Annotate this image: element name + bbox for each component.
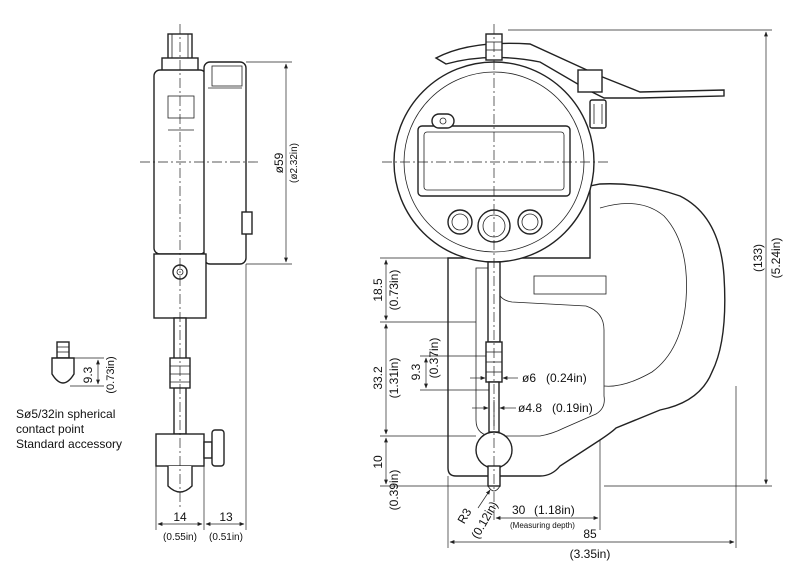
side-window [167, 95, 195, 119]
accessory-line1: Sø5/32in spherical [16, 407, 115, 421]
dial-diameter-in-label: (ø2.32in) [289, 143, 300, 183]
dial-button-left-icon [447, 209, 473, 235]
lock-knob-icon [211, 429, 225, 467]
front-view [380, 24, 772, 548]
accessory-height-in-label: (0.73in) [105, 356, 117, 393]
width-right-label: 13 [219, 510, 233, 524]
spindle-diameter-in-label: (0.24in) [546, 371, 587, 385]
width-left-in-label: (0.55in) [163, 532, 197, 543]
anvil-diameter-in-label: (0.19in) [552, 401, 593, 415]
spherical-contact-point [51, 341, 104, 387]
power-button-icon [431, 113, 455, 129]
total-height-in-label: (5.24in) [769, 238, 783, 279]
radius-in-label: (0.12in) [468, 499, 500, 541]
accessory-height-label: 9.3 [81, 366, 95, 383]
dial-button-right-icon [517, 209, 543, 235]
width-in-label: (3.35in) [570, 547, 611, 561]
depth-in-label: (1.18in) [534, 503, 575, 517]
dial-diameter-label: ø59 [272, 152, 286, 173]
upper-height-label: 18.5 [371, 278, 385, 302]
upper-height-in-label: (0.73in) [387, 270, 401, 311]
spindle-diameter-label: ø6 [522, 371, 536, 385]
width-right-in-label: (0.51in) [209, 532, 243, 543]
dial-bezel-side [203, 61, 247, 265]
accessory-line3: Standard accessory [16, 437, 122, 451]
radius-label: R3 [455, 506, 475, 527]
accessory-line2: contact point [16, 422, 85, 436]
lower-height-label: 10 [371, 455, 385, 469]
mid-height-in-label: (1.31in) [387, 358, 401, 399]
anvil-diameter-label: ø4.8 [518, 401, 542, 415]
spindle-length-label: 9.3 [409, 363, 423, 380]
frame-label-plate [533, 275, 607, 295]
depth-note-label: (Measuring depth) [510, 521, 575, 530]
spindle-length-in-label: (0.37in) [427, 338, 441, 379]
lower-height-in-label: (0.39in) [387, 470, 401, 511]
width-left-label: 14 [173, 510, 187, 524]
width-label: 85 [583, 527, 597, 541]
c-frame [447, 183, 726, 477]
depth-label: 30 [512, 503, 526, 517]
total-height-label: (133) [751, 244, 765, 272]
mid-height-label: 33.2 [371, 366, 385, 390]
side-view [140, 24, 292, 530]
